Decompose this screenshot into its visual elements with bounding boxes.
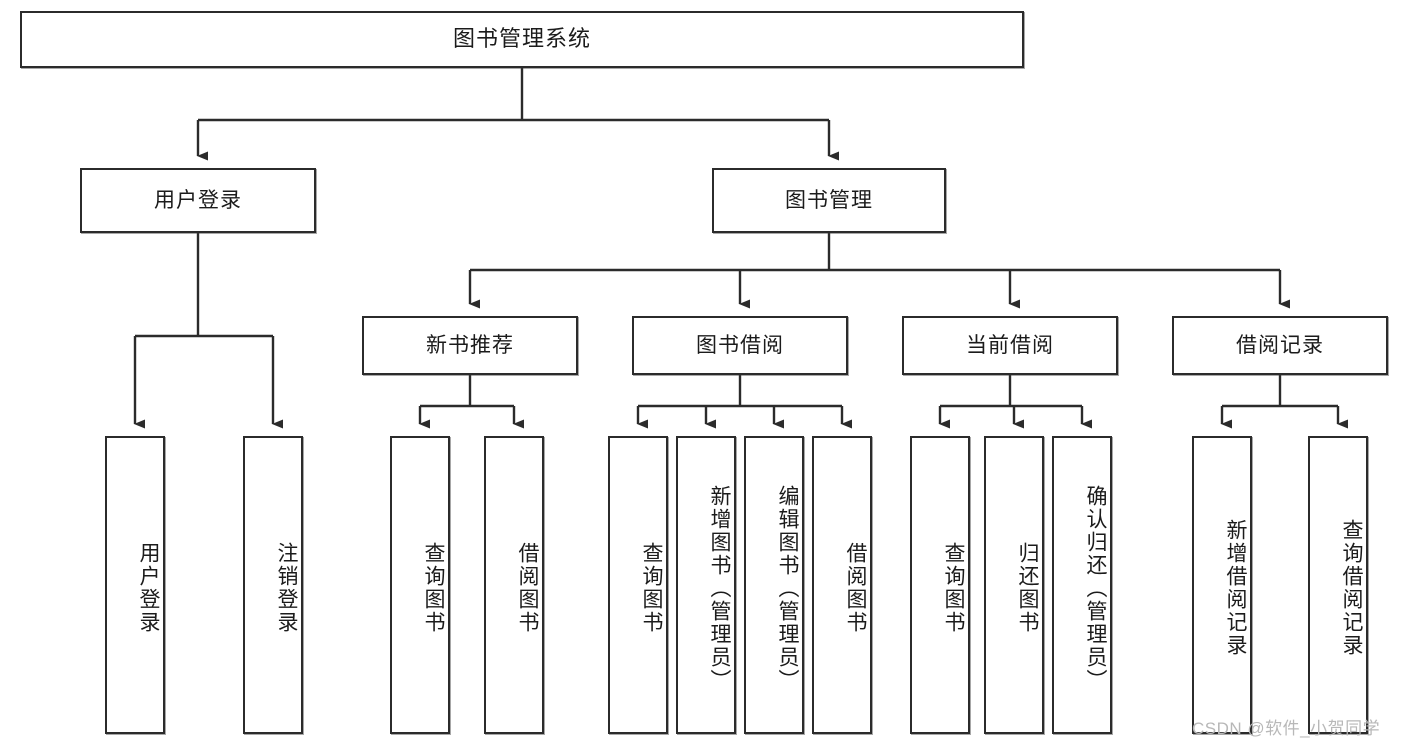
node-leaf-borrow-query-book[interactable]: 查询图书 bbox=[608, 436, 668, 734]
edge-root-to-level2 bbox=[196, 68, 839, 161]
node-leaf-user-logout[interactable]: 注销登录 bbox=[243, 436, 303, 734]
node-book-borrow[interactable]: 图书借阅 bbox=[632, 316, 848, 375]
node-leaf-borrow-edit-book-label: 编辑图书（管理员） bbox=[776, 484, 799, 692]
edge-borrow-record-to-leaves bbox=[1220, 375, 1348, 429]
node-leaf-current-return-book-label: 归还图书 bbox=[1016, 542, 1039, 634]
node-new-book-recommend[interactable]: 新书推荐 bbox=[362, 316, 578, 375]
node-leaf-recommend-borrow-book[interactable]: 借阅图书 bbox=[484, 436, 544, 734]
node-leaf-borrow-add-book[interactable]: 新增图书（管理员） bbox=[676, 436, 736, 734]
node-leaf-borrow-borrow-book-label: 借阅图书 bbox=[844, 542, 867, 634]
node-leaf-current-confirm-return-label: 确认归还（管理员） bbox=[1084, 484, 1107, 692]
node-book-management-label: 图书管理 bbox=[785, 188, 873, 212]
node-leaf-current-return-book[interactable]: 归还图书 bbox=[984, 436, 1044, 734]
node-current-borrow[interactable]: 当前借阅 bbox=[902, 316, 1118, 375]
node-leaf-record-query-label: 查询借阅记录 bbox=[1340, 519, 1363, 657]
node-leaf-recommend-query-book[interactable]: 查询图书 bbox=[390, 436, 450, 734]
node-leaf-user-logout-label: 注销登录 bbox=[275, 542, 298, 634]
edge-book-borrow-to-leaves bbox=[636, 375, 852, 429]
node-leaf-current-confirm-return[interactable]: 确认归还（管理员） bbox=[1052, 436, 1112, 734]
node-book-management[interactable]: 图书管理 bbox=[712, 168, 946, 233]
node-new-book-recommend-label: 新书推荐 bbox=[426, 333, 514, 357]
csdn-watermark: CSDN @软件_小贺同学 bbox=[1192, 719, 1381, 738]
edge-new-book-recommend-to-leaves bbox=[418, 375, 524, 429]
node-leaf-record-query[interactable]: 查询借阅记录 bbox=[1308, 436, 1368, 734]
node-leaf-record-add-label: 新增借阅记录 bbox=[1224, 519, 1247, 657]
node-leaf-record-add[interactable]: 新增借阅记录 bbox=[1192, 436, 1252, 734]
node-borrow-record[interactable]: 借阅记录 bbox=[1172, 316, 1388, 375]
node-leaf-borrow-query-book-label: 查询图书 bbox=[640, 542, 663, 634]
edge-user-login-to-leaves bbox=[133, 233, 283, 429]
node-leaf-borrow-add-book-label: 新增图书（管理员） bbox=[708, 484, 731, 692]
node-root[interactable]: 图书管理系统 bbox=[20, 11, 1024, 68]
node-leaf-recommend-borrow-book-label: 借阅图书 bbox=[516, 542, 539, 634]
node-leaf-borrow-edit-book[interactable]: 编辑图书（管理员） bbox=[744, 436, 804, 734]
node-borrow-record-label: 借阅记录 bbox=[1236, 333, 1324, 357]
node-user-login[interactable]: 用户登录 bbox=[80, 168, 316, 233]
node-leaf-borrow-borrow-book[interactable]: 借阅图书 bbox=[812, 436, 872, 734]
node-current-borrow-label: 当前借阅 bbox=[966, 333, 1054, 357]
node-book-borrow-label: 图书借阅 bbox=[696, 333, 784, 357]
node-leaf-current-query-book-label: 查询图书 bbox=[942, 542, 965, 634]
node-leaf-recommend-query-book-label: 查询图书 bbox=[422, 542, 445, 634]
edge-book-management-to-level3 bbox=[468, 233, 1290, 309]
node-root-label: 图书管理系统 bbox=[452, 26, 591, 52]
edge-current-borrow-to-leaves bbox=[938, 375, 1092, 429]
node-leaf-user-login[interactable]: 用户登录 bbox=[105, 436, 165, 734]
node-user-login-label: 用户登录 bbox=[154, 188, 242, 212]
node-leaf-current-query-book[interactable]: 查询图书 bbox=[910, 436, 970, 734]
node-leaf-user-login-label: 用户登录 bbox=[137, 542, 160, 634]
